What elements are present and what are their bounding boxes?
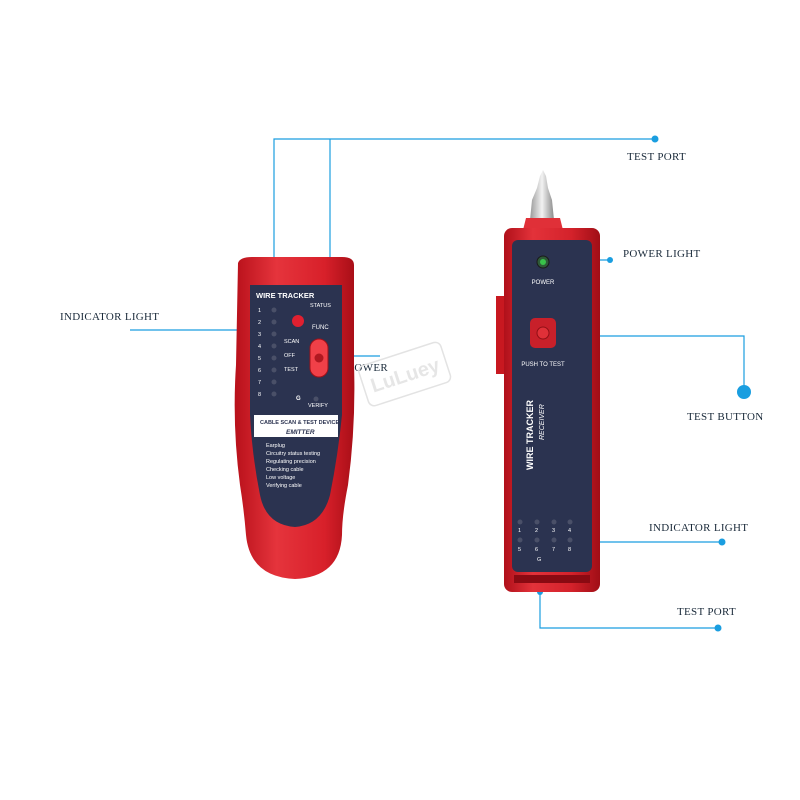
emitter-ground-label: G: [296, 396, 301, 402]
emitter-indicator-column: 1 2 3 4 5 6 7 8: [258, 307, 319, 402]
test-port-top-label: TEST PORT: [627, 151, 686, 163]
emitter-title: WIRE TRACKER: [256, 291, 315, 300]
svg-text:1: 1: [518, 528, 521, 534]
callout-dot: [718, 538, 726, 546]
emitter-scan-label: SCAN: [284, 339, 299, 345]
test-port-bottom-line: [539, 592, 718, 629]
emitter-num: 5: [258, 356, 261, 362]
func-button[interactable]: [292, 315, 304, 327]
receiver-power-label: POWER: [532, 280, 555, 286]
emitter-func-label: FUNC: [312, 325, 329, 331]
power-left-label: POWER: [348, 362, 388, 374]
callout-dot: [737, 385, 751, 399]
power-slider-knob: [314, 353, 324, 363]
svg-text:6: 6: [535, 547, 538, 553]
test-button-cap[interactable]: [536, 326, 550, 340]
emitter-num: 4: [258, 344, 261, 350]
svg-text:4: 4: [568, 528, 571, 534]
emitter-verify-label: VERIFY: [308, 403, 328, 409]
emitter-led: [313, 396, 319, 402]
indicator-light-left-label: INDICATOR LIGHT: [60, 311, 160, 323]
emitter-led: [271, 391, 277, 397]
receiver-push-to-test-label: PUSH TO TEST: [521, 362, 565, 368]
watermark: LuLuey: [358, 341, 452, 407]
emitter-name: EMITTER: [286, 429, 315, 436]
emitter-led: [271, 367, 277, 373]
receiver-leds: [517, 519, 573, 543]
power-light-label: POWER LIGHT: [623, 248, 701, 260]
emitter-num: 8: [258, 392, 261, 398]
emitter-status-label: STATUS: [310, 303, 331, 309]
svg-text:Earplug: Earplug: [266, 443, 285, 449]
svg-text:7: 7: [552, 547, 555, 553]
emitter-device-line: CABLE SCAN & TEST DEVICE: [260, 420, 339, 426]
emitter-num: 6: [258, 368, 261, 374]
svg-text:5: 5: [518, 547, 521, 553]
emitter-led: [271, 379, 277, 385]
emitter-led: [271, 355, 277, 361]
receiver-bottom-cap: [514, 575, 590, 583]
svg-text:Regulating precision: Regulating precision: [266, 459, 316, 465]
indicator-light-right-label: INDICATOR LIGHT: [649, 522, 749, 534]
emitter-num: 3: [258, 332, 261, 338]
emitter-num: 2: [258, 320, 261, 326]
callout-dot: [607, 257, 613, 263]
emitter-num: 1: [258, 308, 261, 314]
receiver-name: RECEIVER: [539, 404, 546, 440]
receiver-device: POWER PUSH TO TEST WIRE TRACKER RECEIVER…: [496, 170, 600, 592]
emitter-off-label: OFF: [284, 353, 296, 359]
emitter-led: [271, 331, 277, 337]
emitter-test-label: TEST: [284, 367, 299, 373]
receiver-ground-label: G: [537, 557, 541, 563]
test-button-label: TEST BUTTON: [687, 411, 764, 423]
callout-dot: [714, 624, 722, 632]
svg-text:Verifying cable: Verifying cable: [266, 483, 302, 489]
emitter-led: [271, 307, 277, 313]
svg-text:Circuitry status testing: Circuitry status testing: [266, 451, 320, 457]
emitter-num: 7: [258, 380, 261, 386]
emitter-led: [271, 343, 277, 349]
receiver-side-clip: [496, 296, 504, 374]
svg-text:8: 8: [568, 547, 571, 553]
svg-text:Checking cable: Checking cable: [266, 467, 304, 473]
receiver-title: WIRE TRACKER: [525, 400, 535, 470]
emitter-device-strip: [254, 415, 338, 437]
svg-text:3: 3: [552, 528, 555, 534]
svg-text:2: 2: [535, 528, 538, 534]
callout-dot: [651, 135, 659, 143]
test-port-bottom-label: TEST PORT: [677, 606, 736, 618]
svg-text:Low voltage: Low voltage: [266, 475, 295, 481]
emitter-device: WIRE TRACKER STATUS FUNC 1 2 3 4 5 6 7 8…: [234, 257, 355, 579]
receiver-probe: [530, 170, 554, 220]
test-port-top-line: [273, 138, 655, 262]
emitter-features: Earplug Circuitry status testing Regulat…: [266, 443, 320, 489]
test-button-line: [545, 335, 745, 392]
receiver-indicator-numbers: 1 2 3 4 5 6 7 8: [518, 528, 571, 553]
emitter-led: [271, 319, 277, 325]
